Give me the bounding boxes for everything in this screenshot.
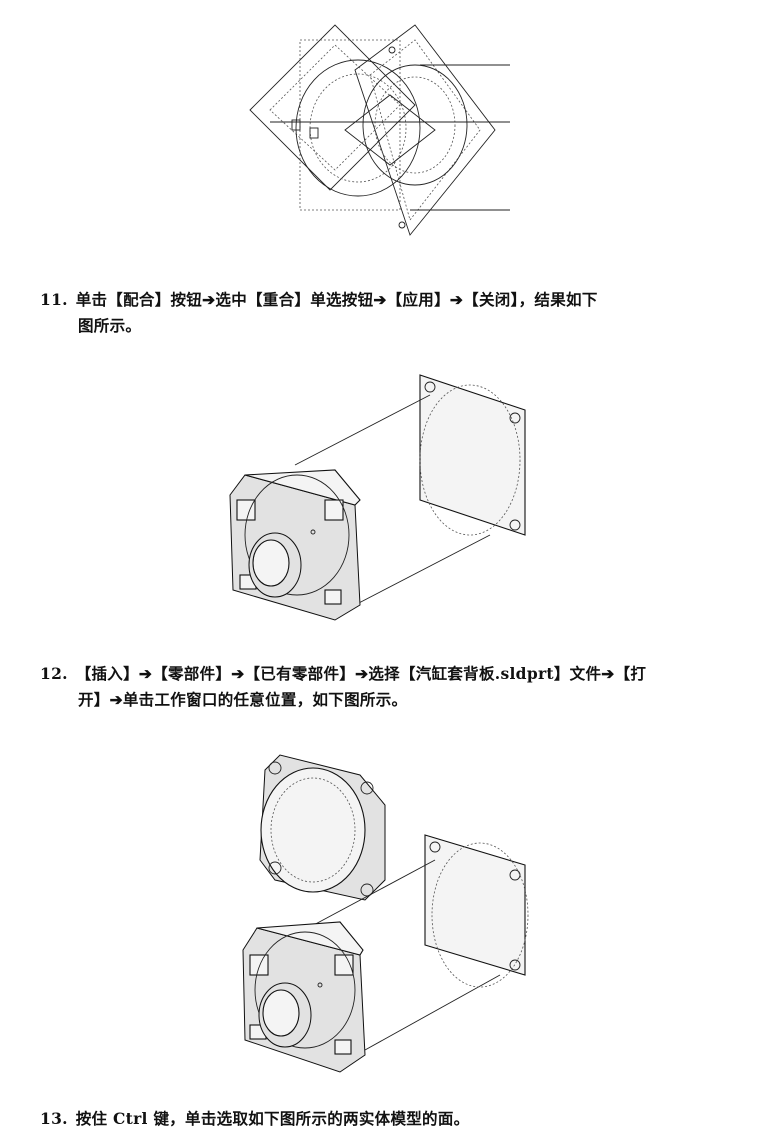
step-11: 11. 单击【配合】按钮➔选中【重合】单选按钮➔【应用】➔【关闭】，结果如下 图… — [40, 287, 752, 339]
figure-cylinder-assembly — [225, 370, 545, 635]
step-text: 单击【配合】按钮➔选中【重合】单选按钮➔【应用】➔【关闭】，结果如下 — [75, 290, 598, 309]
step-13: 13. 按住 Ctrl 键，单击选取如下图所示的两实体模型的面。 — [40, 1106, 752, 1132]
step-12: 12. 【插入】➔【零部件】➔【已有零部件】➔选择【汽缸套背板.sldprt】文… — [40, 661, 752, 713]
step-text: 【插入】➔【零部件】➔【已有零部件】➔选择【汽缸套背板.sldprt】文件➔【打 — [75, 664, 647, 683]
step-number: 12. — [40, 664, 68, 683]
figure-cylinder-with-backplate — [235, 750, 535, 1080]
step-number: 13. — [40, 1109, 68, 1128]
step-text-continued: 图所示。 — [78, 316, 142, 335]
figure-wireframe-plates — [240, 10, 520, 250]
step-text: 按住 Ctrl 键，单击选取如下图所示的两实体模型的面。 — [75, 1109, 470, 1128]
step-text-continued: 开】➔单击工作窗口的任意位置，如下图所示。 — [78, 690, 408, 709]
step-number: 11. — [40, 290, 68, 309]
